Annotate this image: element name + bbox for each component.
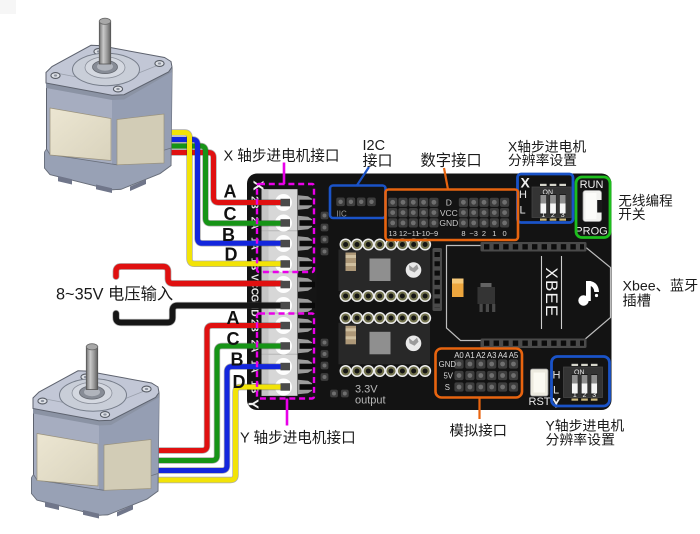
svg-text:~9: ~9 — [430, 229, 439, 238]
svg-text:8: 8 — [461, 229, 465, 238]
svg-text:1: 1 — [492, 229, 496, 238]
svg-text:Y: Y — [552, 395, 562, 411]
svg-text:2: 2 — [583, 392, 587, 399]
svg-text:X轴步进电机: X轴步进电机 — [508, 140, 586, 155]
svg-text:1: 1 — [573, 392, 577, 399]
svg-text:0: 0 — [503, 229, 507, 238]
svg-text:A3: A3 — [487, 351, 497, 360]
svg-text:GND: GND — [439, 360, 457, 369]
svg-text:Y: Y — [245, 399, 262, 409]
svg-text:XBEE: XBEE — [542, 267, 561, 317]
svg-text:RST: RST — [529, 396, 551, 408]
svg-text:L: L — [520, 205, 526, 217]
svg-text:H: H — [553, 370, 561, 382]
svg-text:D: D — [233, 372, 246, 392]
svg-text:12: 12 — [399, 229, 407, 238]
svg-text:插槽: 插槽 — [623, 294, 651, 310]
svg-text:3: 3 — [592, 392, 596, 399]
svg-text:A2: A2 — [476, 351, 486, 360]
svg-text:2: 2 — [551, 212, 555, 219]
svg-text:模拟接口: 模拟接口 — [450, 423, 508, 440]
svg-text:VCC: VCC — [440, 208, 458, 218]
svg-text:X: X — [521, 175, 531, 191]
svg-text:接口: 接口 — [363, 153, 393, 170]
svg-text:D: D — [446, 198, 452, 208]
svg-text:C: C — [227, 329, 240, 349]
svg-text:B: B — [222, 225, 235, 245]
svg-text:output: output — [355, 395, 386, 407]
svg-text:A: A — [224, 182, 237, 202]
svg-text:13: 13 — [389, 229, 397, 238]
svg-text:A0: A0 — [454, 351, 464, 360]
svg-text:5V: 5V — [443, 372, 453, 381]
svg-text:开关: 开关 — [618, 207, 646, 222]
svg-text:A1: A1 — [465, 351, 475, 360]
svg-text:A5: A5 — [509, 351, 519, 360]
svg-text:~10: ~10 — [417, 229, 430, 238]
svg-text:X 轴步进电机接口: X 轴步进电机接口 — [224, 148, 340, 165]
svg-text:Y轴步进电机: Y轴步进电机 — [546, 418, 625, 434]
svg-text:数字接口: 数字接口 — [421, 153, 482, 170]
svg-text:A: A — [227, 308, 240, 328]
svg-text:GND: GND — [439, 218, 458, 228]
svg-text:PROG: PROG — [575, 226, 607, 238]
svg-text:Xbee、蓝牙: Xbee、蓝牙 — [623, 279, 699, 295]
svg-text:D: D — [225, 245, 238, 265]
svg-text:Y 轴步进电机接口: Y 轴步进电机接口 — [240, 430, 356, 447]
svg-text:IIC: IIC — [337, 210, 347, 219]
svg-text:3.3V: 3.3V — [355, 384, 378, 396]
svg-text:ON: ON — [574, 370, 585, 377]
svg-text:~3: ~3 — [469, 229, 478, 238]
svg-text:3: 3 — [561, 212, 565, 219]
svg-text:无线编程: 无线编程 — [618, 194, 673, 209]
svg-text:B: B — [231, 350, 244, 370]
svg-text:2: 2 — [482, 229, 486, 238]
svg-text:H: H — [519, 189, 527, 201]
svg-text:8~35V 电压输入: 8~35V 电压输入 — [56, 286, 173, 304]
svg-text:L: L — [553, 385, 559, 397]
svg-text:~11: ~11 — [407, 229, 419, 238]
svg-text:分辨率设置: 分辨率设置 — [546, 432, 616, 448]
svg-text:I2C: I2C — [363, 138, 386, 154]
svg-text:C: C — [224, 204, 237, 224]
svg-text:分辨率设置: 分辨率设置 — [508, 152, 577, 168]
svg-text:A4: A4 — [498, 351, 508, 360]
svg-text:RUN: RUN — [580, 179, 604, 191]
svg-text:ON: ON — [543, 190, 554, 197]
svg-text:S: S — [445, 383, 450, 392]
svg-text:X: X — [250, 180, 267, 190]
svg-text:1: 1 — [541, 212, 545, 219]
